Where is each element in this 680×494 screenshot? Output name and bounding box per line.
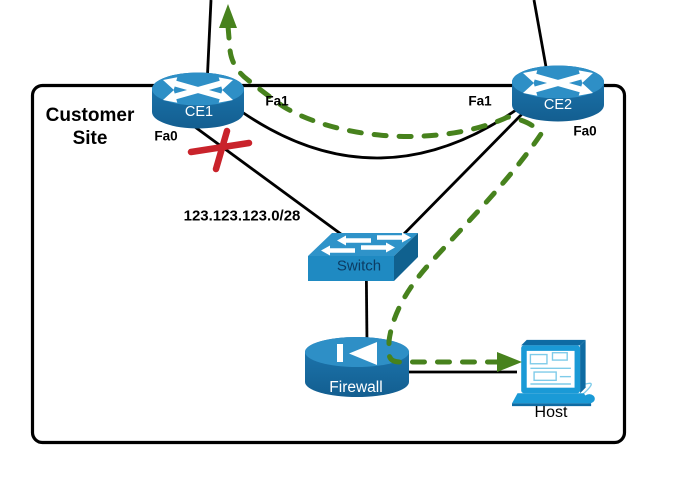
link-ce2-switch <box>397 112 524 241</box>
switch-device-label: Switch <box>336 257 382 275</box>
ce1-fa1-interface-label: Fa1 <box>265 93 289 109</box>
ce2-device-label: CE2 <box>543 97 573 113</box>
path-arrow-up-icon <box>219 4 237 28</box>
ce1-device-label: CE1 <box>184 104 214 120</box>
firewall-icon <box>305 337 409 397</box>
switch-icon <box>308 232 418 281</box>
ce2-fa1-interface-label: Fa1 <box>468 93 492 109</box>
path-arrow-to-host-icon <box>497 352 522 372</box>
ce1-router-icon <box>152 72 244 129</box>
firewall-device-label: Firewall <box>329 379 383 396</box>
link-ce1-uplink <box>205 0 213 86</box>
link-ce1-ce2-arc <box>241 108 517 160</box>
ce2-fa0-interface-label: Fa0 <box>573 123 597 139</box>
ce1-fa0-interface-label: Fa0 <box>154 128 178 144</box>
link-ce2-uplink <box>532 0 550 79</box>
subnet-label: 123.123.123.0/28 <box>183 207 301 225</box>
traffic-path <box>219 4 545 372</box>
host-icon <box>512 339 595 407</box>
ce2-router-icon <box>512 65 604 122</box>
host-device-label: Host <box>534 404 568 421</box>
customer-site-label: Customer Site <box>45 105 135 149</box>
failed-link-x-icon <box>187 127 253 173</box>
